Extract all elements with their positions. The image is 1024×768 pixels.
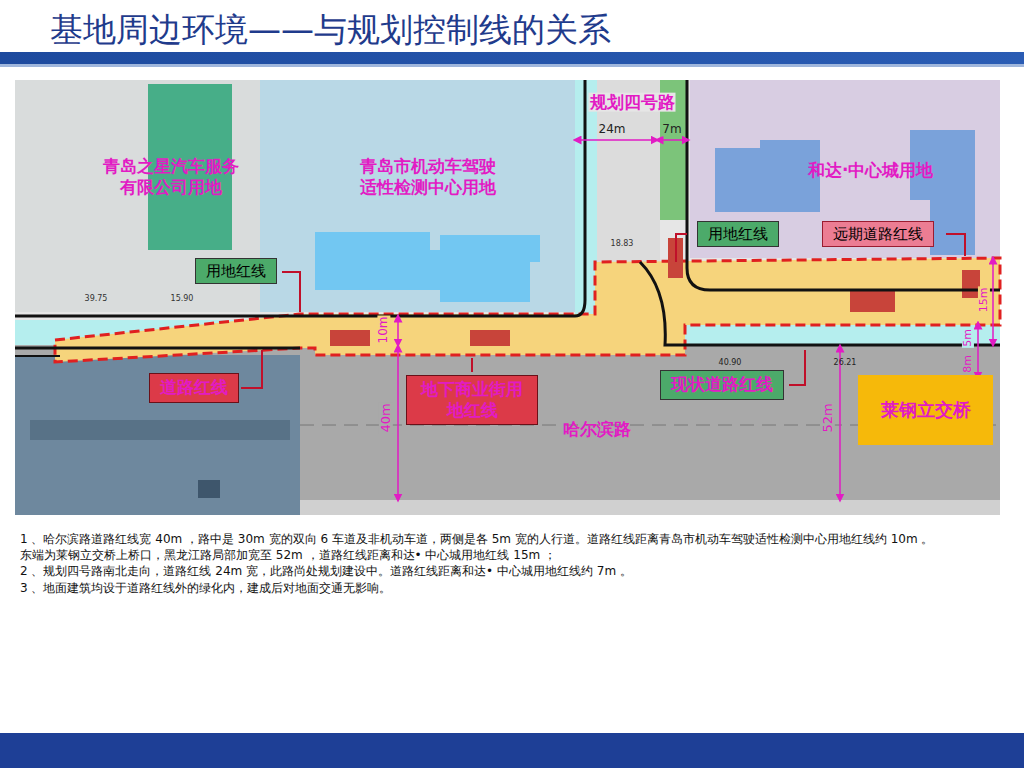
entrance-block bbox=[850, 290, 895, 312]
dimension-number: 15.90 bbox=[171, 295, 194, 304]
note-text: 3 、地面建筑均设于道路红线外的绿化内，建成后对地面交通无影响。 bbox=[20, 580, 1005, 596]
dimension-label: 5m bbox=[962, 328, 974, 348]
node-text: 青岛市机动车驾驶适性检测中心用地 bbox=[352, 156, 504, 199]
interchange-area bbox=[198, 480, 220, 498]
dimension-label: 15m bbox=[978, 287, 990, 314]
land-red-line bbox=[15, 80, 585, 316]
notes-block: 1 、哈尔滨路道路红线宽 40m ，路中是 30m 宽的双向 6 车道及非机动车… bbox=[20, 531, 1005, 596]
note-text: 1 、哈尔滨路道路红线宽 40m ，路中是 30m 宽的双向 6 车道及非机动车… bbox=[20, 531, 1005, 547]
node-text: 哈尔滨路 bbox=[563, 419, 631, 440]
parcel-ground bbox=[260, 80, 578, 312]
leader-line bbox=[282, 272, 300, 312]
dimension-line bbox=[577, 139, 655, 141]
map-label: 7m bbox=[661, 123, 682, 136]
dimension-number: 26.21 bbox=[834, 359, 857, 368]
existing-road-line bbox=[640, 262, 1000, 345]
map-label: 24m bbox=[598, 123, 627, 136]
note-text: 东端为莱钢立交桥上桥口，黑龙江路局部加宽至 52m ，道路红线距离和达• 中心城… bbox=[20, 547, 1005, 563]
page-title: 基地周边环境——与规划控制线的关系 bbox=[50, 8, 611, 53]
callout-box: 用地红线 bbox=[697, 221, 779, 248]
leader-line bbox=[789, 350, 805, 385]
interchange-area bbox=[15, 355, 300, 515]
node-text: 远期道路红线 bbox=[833, 225, 923, 244]
road-band: 哈尔滨路 道路红线 地下商业街用地红线 现状道路红线莱钢立交桥 bbox=[15, 345, 1000, 515]
callout-box: 远期道路红线 bbox=[822, 221, 934, 248]
leader-line bbox=[676, 234, 687, 262]
header-line bbox=[0, 64, 1024, 67]
interchange-area bbox=[30, 420, 290, 440]
entrance-block bbox=[330, 330, 370, 346]
footer-bar bbox=[0, 733, 1024, 768]
parcel-ground bbox=[690, 80, 1000, 258]
callout-box: 用地红线 bbox=[195, 258, 277, 285]
underground-street bbox=[55, 258, 1000, 362]
node-text: 地下商业街用地红线 bbox=[417, 379, 527, 422]
node-text: 和达·中心城用地 bbox=[808, 160, 933, 181]
dimension-number: 39.75 bbox=[85, 295, 108, 304]
land-parcel: 青岛市机动车驾驶适性检测中心用地 bbox=[260, 80, 578, 312]
node-text: 现状道路红线 bbox=[671, 374, 773, 395]
callout-box: 道路红线 bbox=[149, 373, 239, 402]
dimension-line bbox=[659, 139, 686, 141]
land-red-line bbox=[687, 80, 1000, 290]
node-text: 莱钢立交桥 bbox=[881, 399, 971, 422]
callout-box: 现状道路红线 bbox=[660, 370, 784, 399]
header-bar bbox=[0, 52, 1024, 64]
note-text: 2 、规划四号路南北走向，道路红线 24m 宽，此路尚处规划建设中。道路红线距离… bbox=[20, 563, 1005, 579]
building bbox=[440, 235, 540, 302]
existing-road-line bbox=[15, 355, 60, 357]
callout-box: 地下商业街用地红线 bbox=[406, 375, 538, 426]
dimension-label: 52m bbox=[821, 402, 835, 433]
building bbox=[315, 232, 440, 290]
map-label: 规划四号路 bbox=[589, 93, 676, 112]
building bbox=[715, 140, 820, 212]
node-text: 道路红线 bbox=[160, 377, 228, 398]
dimension-number: 40.90 bbox=[719, 359, 742, 368]
leader-line bbox=[241, 350, 262, 388]
node-text: 用地红线 bbox=[206, 262, 266, 281]
bridge-box: 莱钢立交桥 bbox=[858, 375, 993, 445]
existing-road-line bbox=[15, 347, 300, 350]
map-ground bbox=[15, 80, 1000, 515]
dimension-line bbox=[839, 348, 841, 498]
road-edge bbox=[300, 500, 1000, 515]
dimension-line bbox=[977, 325, 979, 376]
node-text: 青岛之星汽车服务有限公司用地 bbox=[95, 156, 247, 199]
dimension-line bbox=[992, 260, 994, 343]
dimension-label: 40m bbox=[379, 402, 393, 433]
dimension-label: 10m bbox=[377, 316, 390, 345]
dimension-line bbox=[397, 318, 399, 343]
node-text: 用地红线 bbox=[708, 225, 768, 244]
dimension-number: 18.83 bbox=[611, 240, 634, 249]
leader-line bbox=[946, 234, 965, 256]
leader-line bbox=[471, 358, 473, 372]
entrance-block bbox=[470, 330, 510, 346]
dimension-line bbox=[397, 348, 399, 498]
dimension-label: 8m bbox=[962, 354, 974, 374]
